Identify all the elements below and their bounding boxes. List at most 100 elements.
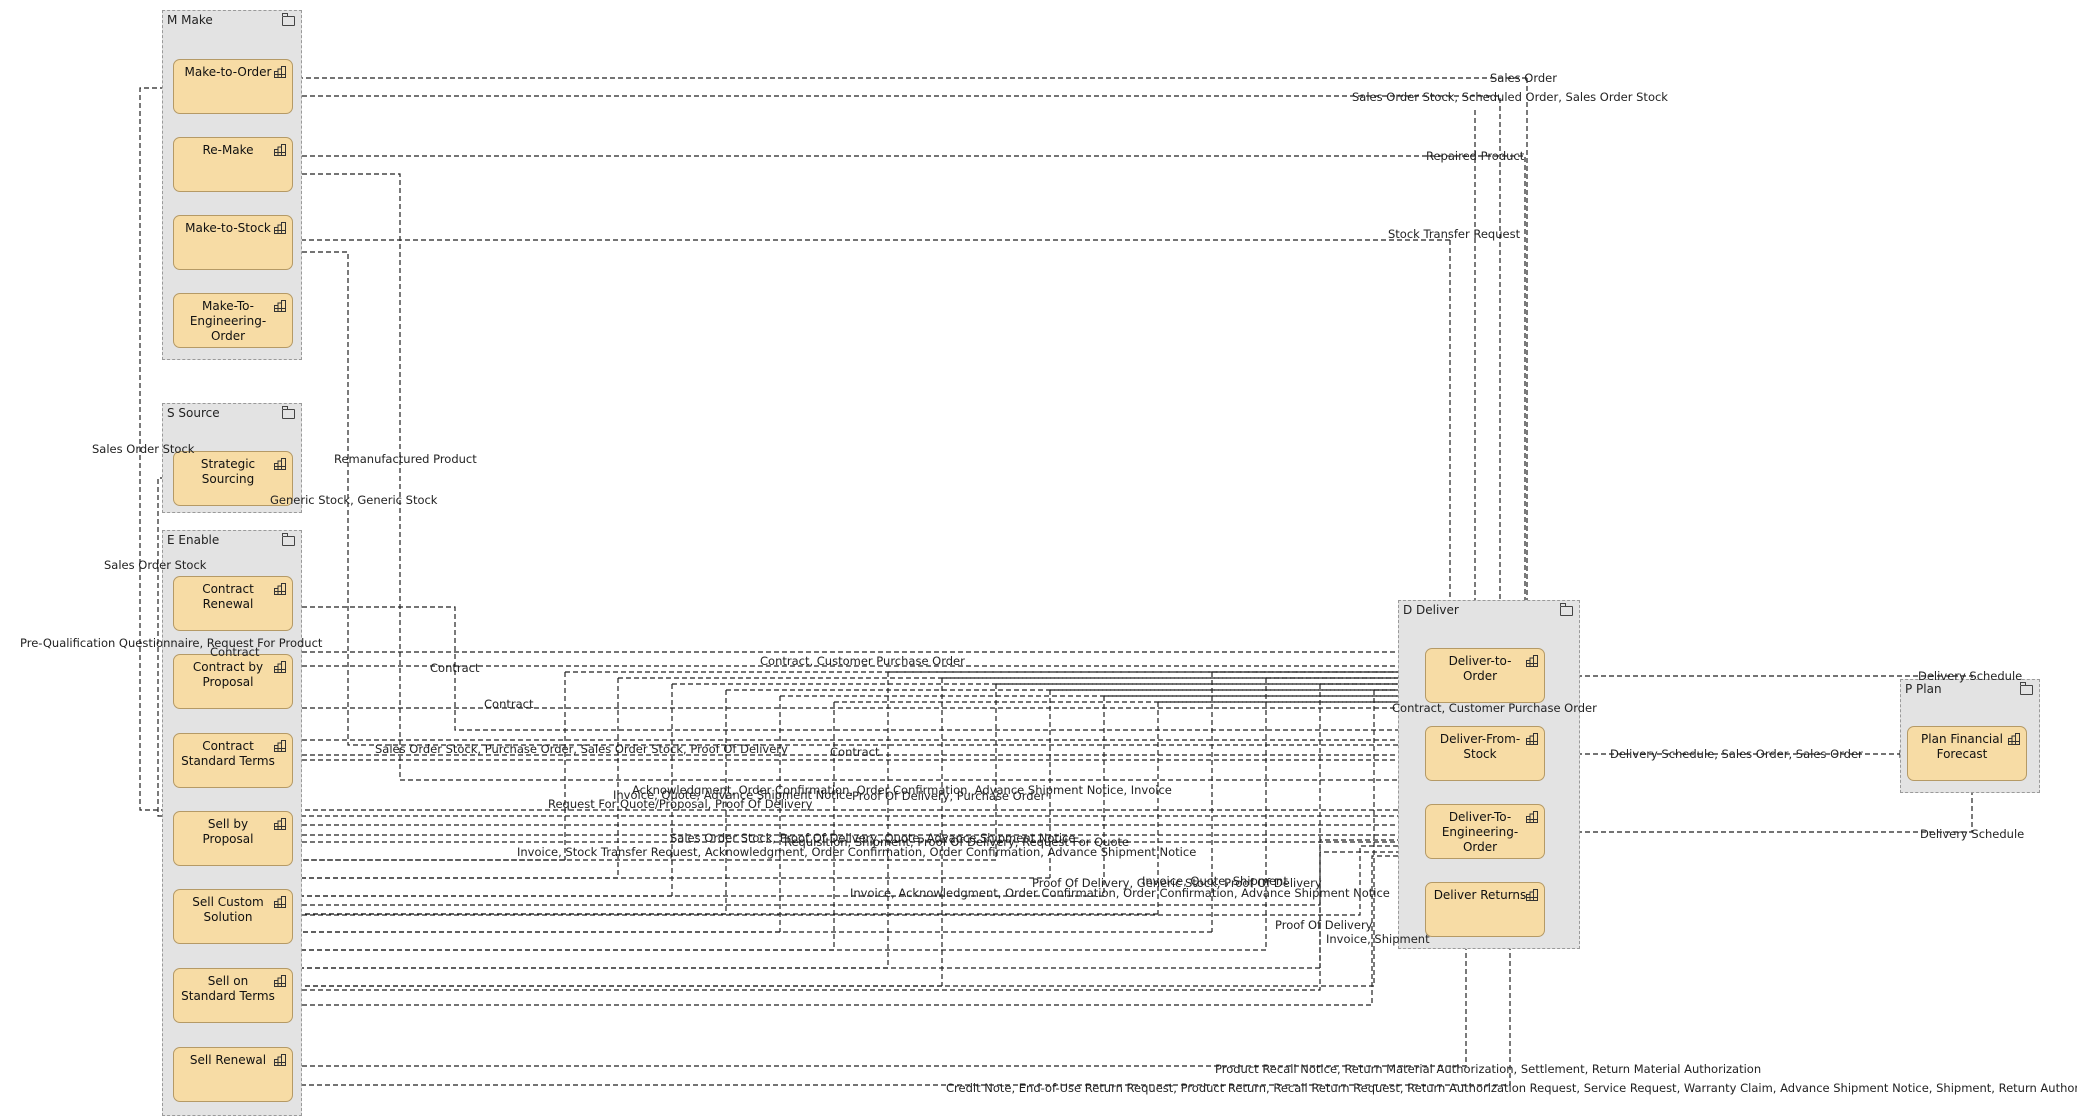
flow-label-contract-a: Contract: [210, 645, 260, 659]
process-grid-icon: [274, 583, 286, 595]
flow-label-invoice-shipment: Invoice, Shipment: [1326, 932, 1430, 946]
folder-icon[interactable]: [281, 13, 295, 26]
flow-label-stock-transfer-request: Stock Transfer Request: [1388, 227, 1521, 241]
node-label: Sell by Proposal: [202, 817, 254, 846]
process-grid-icon: [274, 222, 286, 234]
flow-label-contract-c: Contract: [484, 697, 534, 711]
node-re-make[interactable]: Re-Make: [173, 137, 293, 192]
node-contract-standard-terms[interactable]: Contract Standard Terms: [173, 733, 293, 788]
process-grid-icon: [2008, 733, 2020, 745]
flow-label-remanufactured-product: Remanufactured Product: [334, 452, 477, 466]
process-grid-icon: [274, 740, 286, 752]
node-make-to-stock[interactable]: Make-to-Stock: [173, 215, 293, 270]
folder-icon[interactable]: [1559, 603, 1573, 616]
node-make-to-engineering-order[interactable]: Make-To- Engineering- Order: [173, 293, 293, 348]
connector-line: [157, 477, 1426, 821]
process-grid-icon: [274, 458, 286, 470]
folder-icon[interactable]: [2019, 682, 2033, 695]
node-label: Contract by Proposal: [192, 660, 264, 689]
flow-label-delivery-schedule-sales-order: Delivery Schedule, Sales Order, Sales Or…: [1610, 747, 1863, 761]
node-label: Re-Make: [202, 143, 254, 157]
process-grid-icon: [274, 975, 286, 987]
process-grid-icon: [1526, 733, 1538, 745]
flow-label-repaired-product: Repaired Product: [1426, 149, 1525, 163]
flow-label-product-recall: Product Recall Notice, Return Material A…: [1215, 1062, 1762, 1076]
connector-line: [294, 835, 1426, 906]
flow-label-proof-generic-stock: Proof Of Delivery, Generic Stock, Proof …: [1032, 876, 1322, 890]
connector-line: [294, 936, 1471, 1067]
flow-label-ack-order-conf: Acknowledgment, Order Confirmation, Orde…: [632, 783, 1172, 797]
flow-label-request-for-quote: Request For Quote/Proposal, Proof Of Del…: [548, 797, 813, 811]
process-grid-icon: [274, 661, 286, 673]
flow-label-delivery-schedule-a: Delivery Schedule: [1918, 669, 2023, 683]
node-label: Make-to-Order: [184, 65, 272, 79]
node-sell-custom-solution[interactable]: Sell Custom Solution: [173, 889, 293, 944]
connector-line: [1545, 780, 1977, 833]
connector-line: [294, 155, 1526, 648]
flow-label-sales-order-stock-proof: Sales Order Stock, Proof Of Delivery, Qu…: [670, 831, 1076, 845]
node-sell-by-proposal[interactable]: Sell by Proposal: [173, 811, 293, 866]
flow-label-contract-b: Contract: [430, 661, 480, 675]
flow-label-pre-qualification: Pre-Qualification Questionnaire, Request…: [20, 636, 323, 650]
connector-line: [139, 87, 1426, 815]
node-label: Contract Renewal: [202, 582, 254, 611]
flow-label-delivery-schedule-b: Delivery Schedule: [1920, 827, 2025, 841]
flow-label-proof-of-delivery-po: Proof Of Delivery, Purchase Order: [852, 789, 1046, 803]
node-label: Strategic Sourcing: [200, 457, 256, 486]
connector-line: [294, 841, 1426, 916]
flow-label-generic-stock: Generic Stock, Generic Stock: [270, 493, 438, 507]
flow-label-invoice-quote-asn: Invoice, Quote, Advance Shipment Notice: [613, 788, 853, 802]
flow-label-contract-customer-po-b: Contract, Customer Purchase Order: [1392, 701, 1597, 715]
node-label: Deliver-to- Order: [1448, 654, 1512, 683]
node-strategic-sourcing[interactable]: Strategic Sourcing: [173, 451, 293, 506]
flow-label-overlap: Sales Order Stock, Purchase Order, Sales…: [375, 742, 788, 756]
process-grid-icon: [274, 144, 286, 156]
node-label: Deliver-From- Stock: [1439, 732, 1521, 761]
node-deliver-returns[interactable]: Deliver Returns: [1425, 882, 1545, 937]
flow-label-requisition-shipment: Requisition, Shipment, Proof Of Delivery…: [784, 835, 1130, 849]
process-grid-icon: [274, 66, 286, 78]
node-contract-by-proposal[interactable]: Contract by Proposal: [173, 654, 293, 709]
group-title: M Make: [167, 13, 213, 27]
node-contract-renewal[interactable]: Contract Renewal: [173, 576, 293, 631]
node-label: Sell Renewal: [189, 1053, 267, 1067]
connector-line: [294, 851, 1426, 1006]
connector-line: [294, 606, 1426, 735]
node-label: Make-to-Stock: [185, 221, 271, 235]
group-title: E Enable: [167, 533, 220, 547]
flow-label-contract-d: Contract: [830, 745, 880, 759]
folder-icon[interactable]: [281, 406, 295, 419]
node-plan-financial-forecast[interactable]: Plan Financial Forecast: [1907, 726, 2027, 781]
folder-icon[interactable]: [281, 533, 295, 546]
flow-label-sales-order-stock-scheduled: Sales Order Stock, Scheduled Order, Sale…: [1352, 90, 1668, 104]
connector-line: [294, 95, 1505, 649]
flow-label-sales-order-stock-b: Sales Order Stock: [104, 558, 207, 572]
flow-label-proof-of-delivery: Proof Of Delivery: [1275, 918, 1373, 932]
process-grid-icon: [1526, 889, 1538, 901]
node-label: Plan Financial Forecast: [1921, 732, 2003, 761]
process-grid-icon: [274, 300, 286, 312]
node-deliver-to-engineering-order[interactable]: Deliver-To- Engineering- Order: [1425, 804, 1545, 859]
node-label: Contract Standard Terms: [181, 739, 275, 768]
group-title: D Deliver: [1403, 603, 1459, 617]
process-grid-icon: [274, 818, 286, 830]
connector-line: [294, 251, 1426, 750]
process-grid-icon: [274, 1054, 286, 1066]
process-grid-icon: [274, 896, 286, 908]
node-deliver-to-order[interactable]: Deliver-to- Order: [1425, 648, 1545, 703]
node-label: Make-To- Engineering- Order: [189, 299, 267, 343]
node-deliver-from-stock[interactable]: Deliver-From- Stock: [1425, 726, 1545, 781]
connector-line: [293, 937, 1511, 1090]
group-title: P Plan: [1905, 682, 1942, 696]
flow-label-invoice-ack: Invoice, Acknowledgment, Order Confirmat…: [850, 886, 1390, 900]
node-label: Sell on Standard Terms: [181, 974, 275, 1003]
flow-label-credit-note: Credit Note, End-of-Use Return Request, …: [946, 1081, 2077, 1095]
node-make-to-order[interactable]: Make-to-Order: [173, 59, 293, 114]
node-sell-renewal[interactable]: Sell Renewal: [173, 1047, 293, 1102]
group-title: S Source: [167, 406, 220, 420]
flow-label-sales-order: Sales Order: [1490, 71, 1557, 85]
process-grid-icon: [1526, 811, 1538, 823]
connector-line: [294, 173, 1426, 785]
node-sell-on-standard-terms[interactable]: Sell on Standard Terms: [173, 968, 293, 1023]
